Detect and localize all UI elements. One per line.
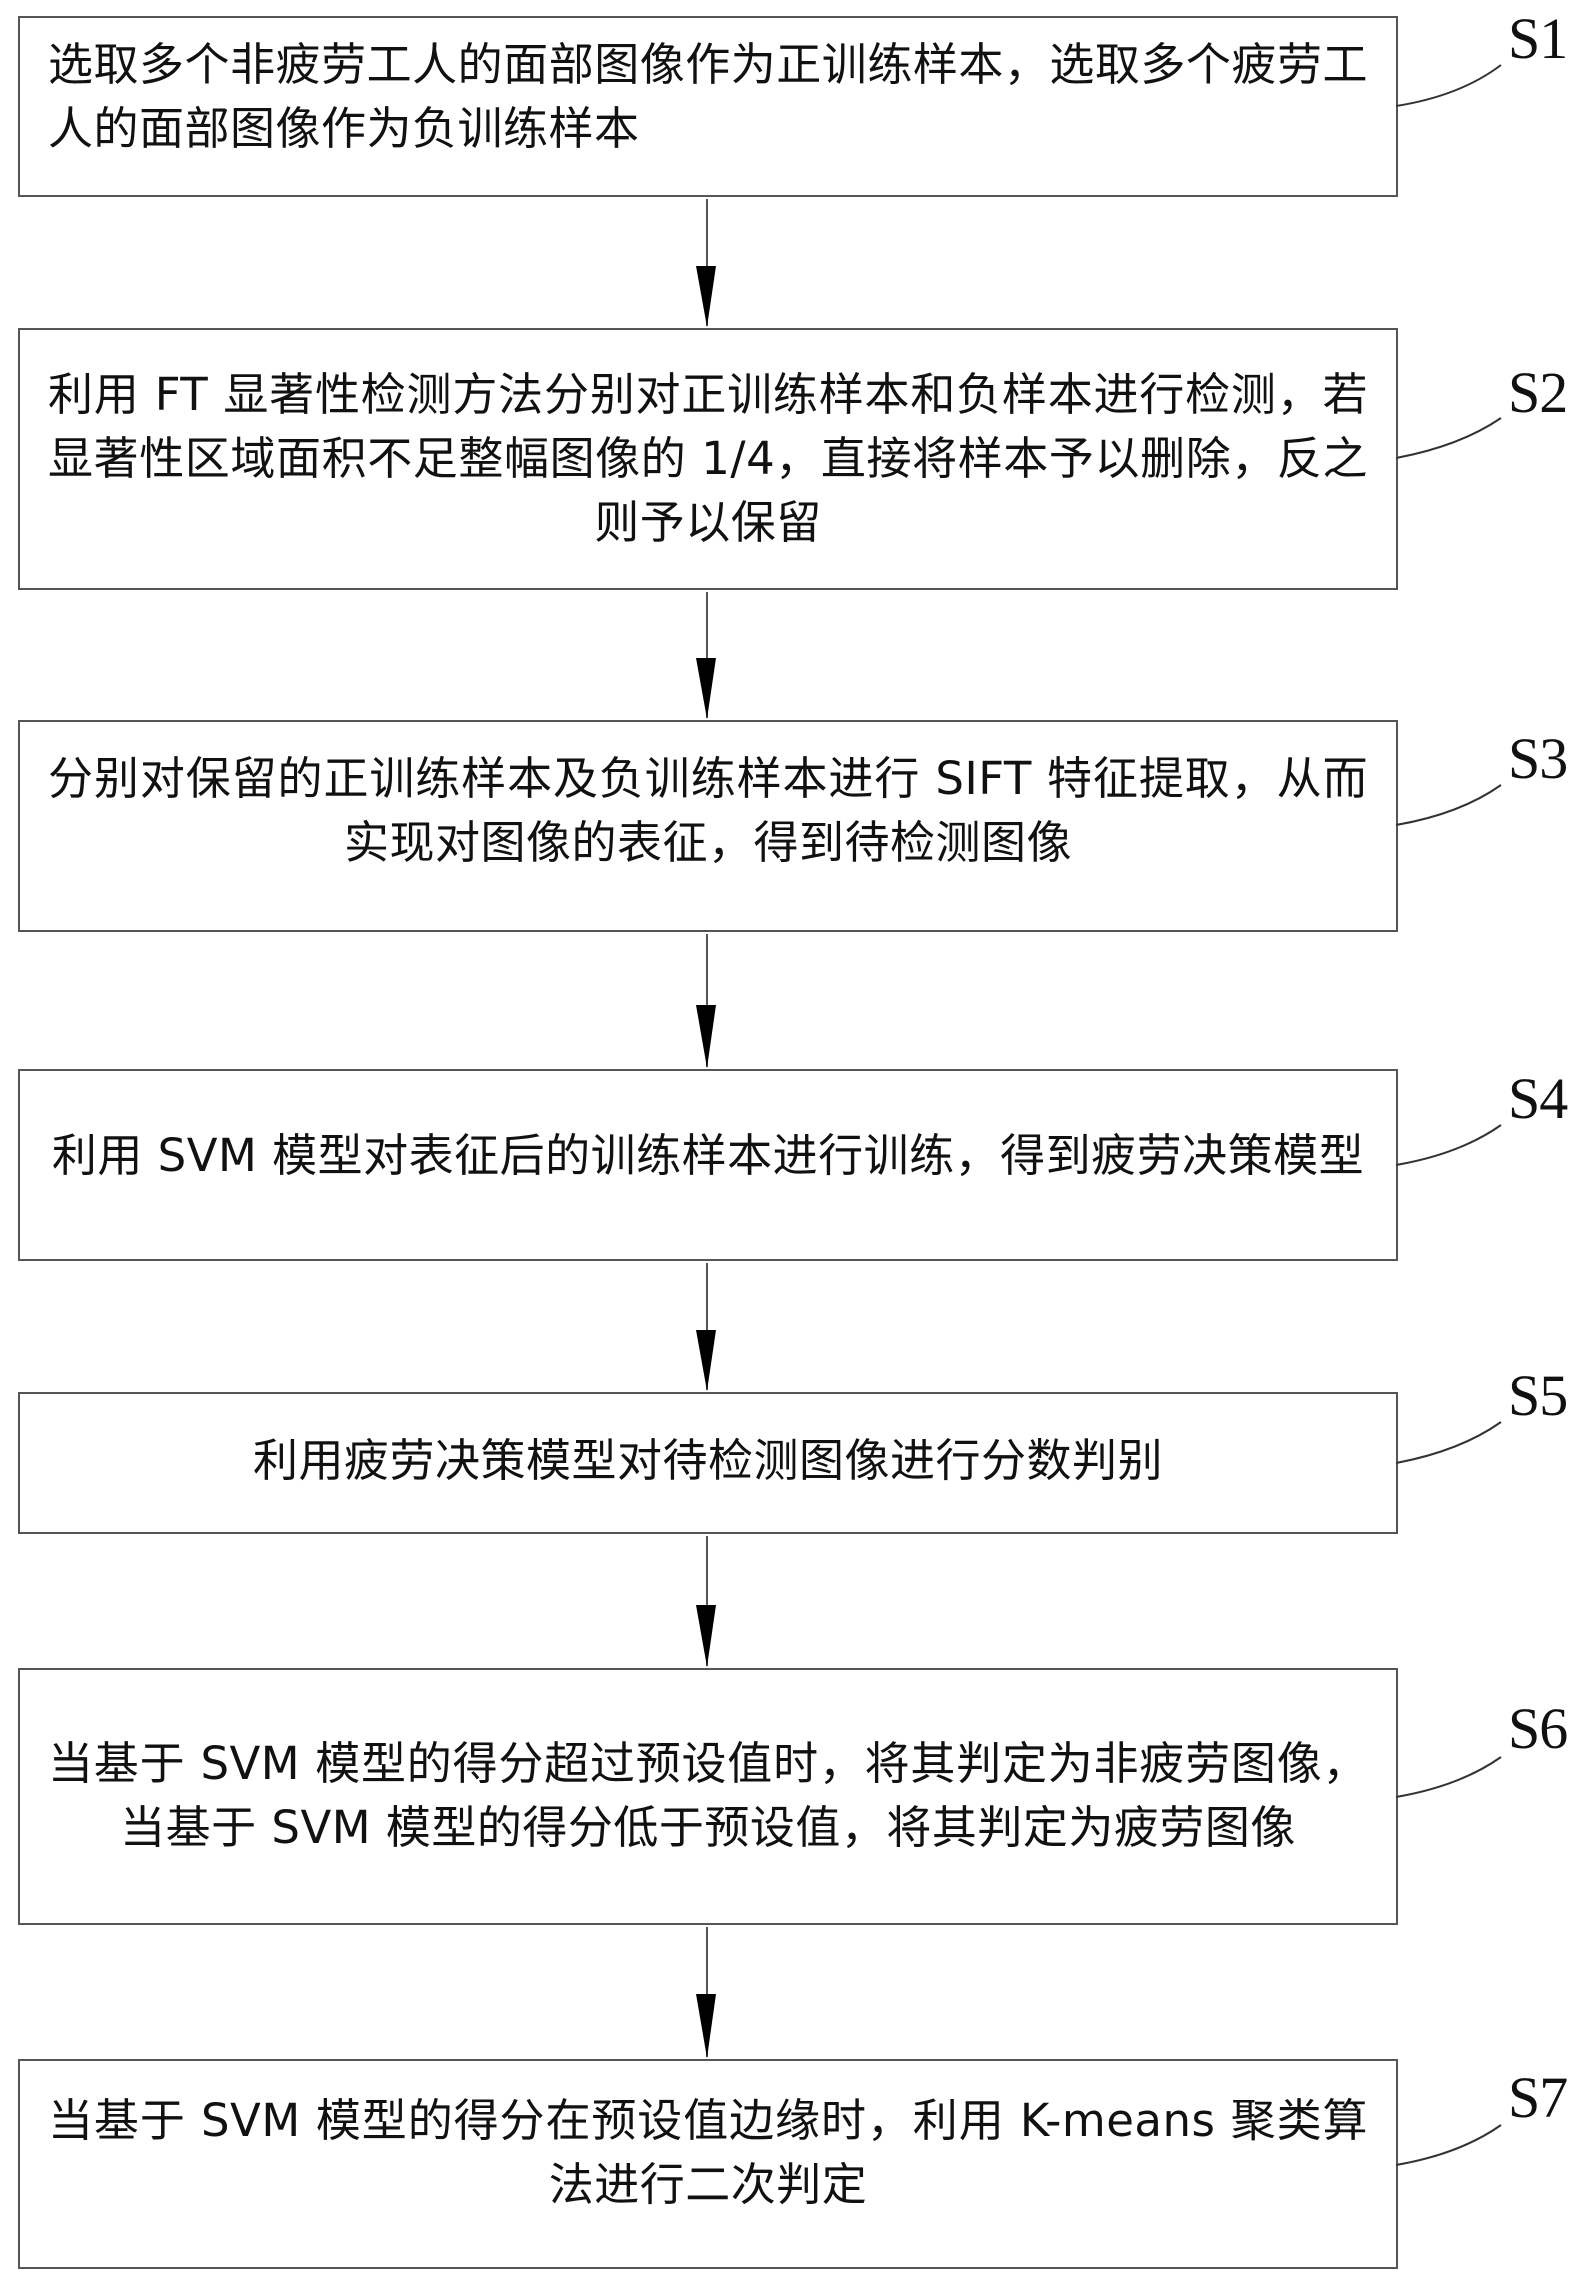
step-box-s5: 利用疲劳决策模型对待检测图像进行分数判别 [18, 1392, 1398, 1534]
leader-line-s3 [1395, 784, 1502, 826]
step-box-s3: 分别对保留的正训练样本及负训练样本进行 SIFT 特征提取，从而实现对图像的表征… [18, 720, 1398, 932]
step-label-s6: S6 [1508, 1696, 1568, 1761]
step-box-s1: 选取多个非疲劳工人的面部图像作为正训练样本，选取多个疲劳工人的面部图像作为负训练… [18, 16, 1398, 197]
step-text-s5: 利用疲劳决策模型对待检测图像进行分数判别 [252, 1434, 1163, 1487]
step-label-s5: S5 [1508, 1363, 1568, 1428]
arrow-s6-s7 [696, 1927, 716, 2058]
arrow-s5-s6 [696, 1536, 716, 1667]
step-text-s6: 当基于 SVM 模型的得分超过预设值时，将其判定为非疲劳图像，当基于 SVM 模… [48, 1736, 1368, 1854]
arrowhead-icon [696, 1994, 716, 2058]
step-label-s7: S7 [1508, 2065, 1568, 2130]
step-text-s1: 选取多个非疲劳工人的面部图像作为正训练样本，选取多个疲劳工人的面部图像作为负训练… [48, 37, 1368, 155]
step-label-s3: S3 [1508, 726, 1568, 791]
step-text-s7: 当基于 SVM 模型的得分在预设值边缘时，利用 K-means 聚类算法进行二次… [48, 2094, 1368, 2211]
arrow-s2-s3 [696, 592, 716, 719]
leader-line-s2 [1395, 417, 1502, 459]
arrow-s3-s4 [696, 934, 716, 1068]
arrowhead-icon [696, 658, 716, 719]
leader-line-s1 [1395, 64, 1502, 107]
leader-line-s6 [1395, 1756, 1502, 1798]
step-label-s2: S2 [1508, 360, 1568, 425]
leader-line-s5 [1395, 1421, 1502, 1464]
step-text-s3: 分别对保留的正训练样本及负训练样本进行 SIFT 特征提取，从而实现对图像的表征… [48, 752, 1368, 869]
arrowhead-icon [696, 266, 716, 327]
step-text-s4: 利用 SVM 模型对表征后的训练样本进行训练，得到疲劳决策模型 [51, 1129, 1365, 1182]
step-box-s7: 当基于 SVM 模型的得分在预设值边缘时，利用 K-means 聚类算法进行二次… [18, 2059, 1398, 2269]
leader-line-s4 [1395, 1124, 1502, 1166]
step-text-s2: 利用 FT 显著性检测方法分别对正训练样本和负样本进行检测，若显著性区域面积不足… [48, 368, 1368, 549]
step-label-s4: S4 [1508, 1066, 1568, 1131]
step-label-s1: S1 [1508, 6, 1568, 71]
arrow-s1-s2 [696, 199, 716, 327]
step-box-s6: 当基于 SVM 模型的得分超过预设值时，将其判定为非疲劳图像，当基于 SVM 模… [18, 1668, 1398, 1925]
step-box-s4: 利用 SVM 模型对表征后的训练样本进行训练，得到疲劳决策模型 [18, 1069, 1398, 1261]
arrowhead-icon [696, 1330, 716, 1391]
leader-line-s7 [1395, 2124, 1502, 2166]
arrow-s4-s5 [696, 1263, 716, 1391]
arrowhead-icon [696, 1605, 716, 1667]
arrowhead-icon [696, 1005, 716, 1068]
step-box-s2: 利用 FT 显著性检测方法分别对正训练样本和负样本进行检测，若显著性区域面积不足… [18, 328, 1398, 590]
